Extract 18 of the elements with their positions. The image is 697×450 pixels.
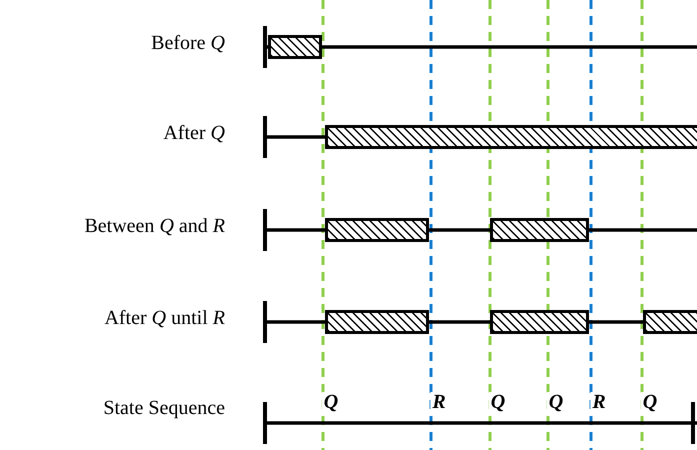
row-label: After Q [163,123,225,143]
hatched-interval-bar [325,218,429,242]
hatched-interval-bar [325,310,429,334]
row-label: Before Q [151,33,225,53]
event-marker-label: R [430,392,448,412]
row-label: State Sequence [103,398,225,418]
hatched-interval-bar [325,125,697,149]
hatched-interval-bar [490,310,589,334]
row-label: Between Q and R [84,216,225,236]
event-marker-label: Q [640,392,660,412]
hatched-interval-bar [643,310,697,334]
event-marker-label: Q [322,392,340,412]
row-label: After Q until R [104,308,225,328]
hatched-interval-bar [490,218,589,242]
event-marker-label: R [590,392,608,412]
event-marker-label: Q [546,392,566,412]
hatched-interval-bar [268,35,322,59]
event-marker-label: Q [488,392,508,412]
